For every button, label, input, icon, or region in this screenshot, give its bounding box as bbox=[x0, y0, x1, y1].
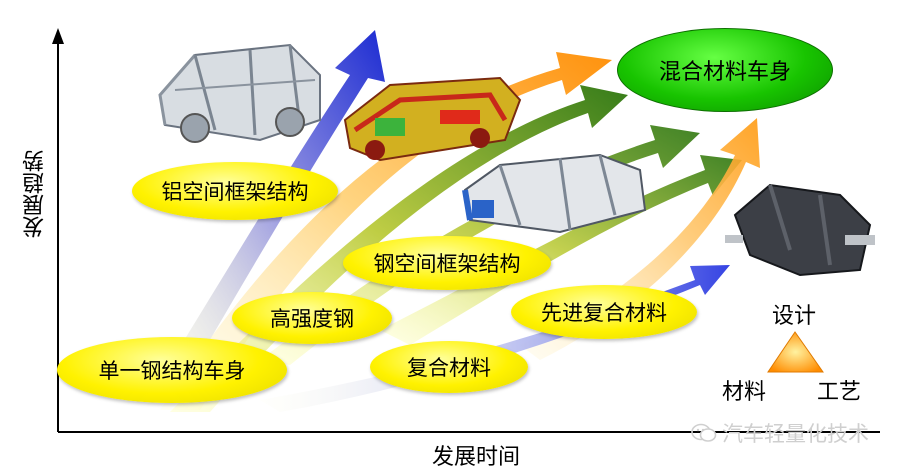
watermark-text: 汽车轻量化技术 bbox=[722, 422, 869, 446]
car-steel-frame-image bbox=[462, 153, 647, 234]
stage-composite-label: 复合材料 bbox=[407, 356, 491, 380]
stage-steel-space-frame-label: 钢空间框架结构 bbox=[373, 252, 521, 276]
y-axis-arrowhead bbox=[52, 28, 64, 44]
arrow-composite-green bbox=[380, 155, 742, 345]
car-composite-frame-image bbox=[725, 183, 875, 277]
stage-hybrid-material-body-label: 混合材料车身 bbox=[658, 60, 791, 85]
stage-composite: 复合材料 bbox=[370, 341, 528, 393]
stage-hybrid-material-body: 混合材料车身 bbox=[617, 28, 833, 112]
watermark: 汽车轻量化技术 bbox=[690, 418, 869, 448]
stage-advanced-composite-label: 先进复合材料 bbox=[541, 301, 667, 325]
triad-material-label: 材料 bbox=[722, 380, 767, 405]
car-aluminum-frame-image bbox=[158, 43, 321, 143]
stage-single-steel-body: 单一钢结构车身 bbox=[57, 337, 287, 403]
wechat-icon bbox=[691, 423, 717, 442]
stage-high-strength-steel-label: 高强度钢 bbox=[270, 307, 354, 331]
stage-aluminum-space-frame-label: 铝空间框架结构 bbox=[161, 180, 309, 204]
stage-high-strength-steel: 高强度钢 bbox=[232, 292, 392, 344]
stage-advanced-composite: 先进复合材料 bbox=[511, 285, 697, 339]
triad-design-label: 设计 bbox=[772, 304, 817, 329]
x-axis-label: 发展时间 bbox=[432, 445, 521, 470]
arrow-composite-blue bbox=[260, 265, 730, 412]
car-multimaterial-red-image bbox=[343, 76, 522, 162]
stage-steel-space-frame: 钢空间框架结构 bbox=[343, 236, 551, 290]
stage-single-steel-body-label: 单一钢结构车身 bbox=[98, 359, 246, 383]
design-material-process-triangle bbox=[767, 331, 824, 373]
stage-aluminum-space-frame: 铝空间框架结构 bbox=[132, 162, 338, 220]
triad-process-label: 工艺 bbox=[817, 380, 862, 405]
y-axis-label: 发展趋势 bbox=[23, 150, 48, 238]
